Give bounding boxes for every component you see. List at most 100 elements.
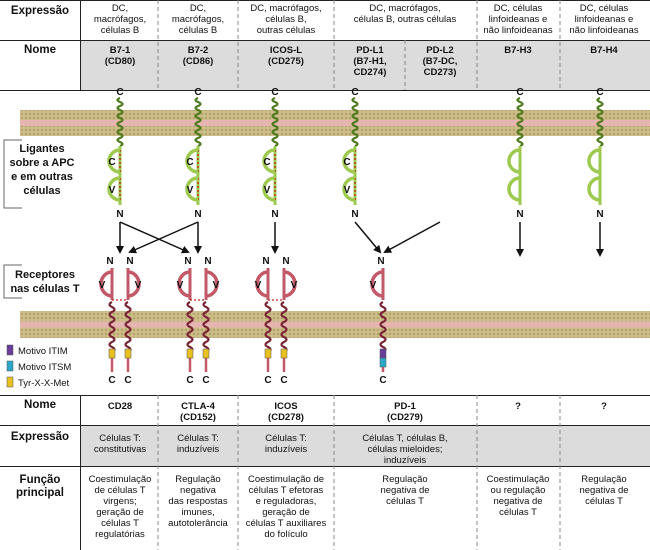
legend-label: Motivo ITSM <box>18 362 71 373</box>
receptor-v-domain-label: V <box>213 280 220 291</box>
ligand-n-terminus: N <box>516 209 523 220</box>
bottom-funcao-cell: autotolerância <box>168 518 228 529</box>
bottom-expressao-cell: Células T, células B, <box>362 433 447 444</box>
receptor-v-domain <box>205 270 219 298</box>
cytoplasmic-motif <box>379 348 387 359</box>
ligand-n-terminus: N <box>351 209 358 220</box>
bottom-funcao-cell: geração de <box>262 507 310 518</box>
ligand-n-terminus: N <box>194 209 201 220</box>
bottom-name-cell: ? <box>601 401 607 412</box>
bottom-expressao-cell: Células T: <box>177 433 219 444</box>
bottom-funcao-cell: células T <box>585 496 623 507</box>
receptor-transmembrane-coil <box>186 301 194 353</box>
ligand-v-domain <box>107 176 121 202</box>
bottom-expressao-cell: células mieloides; <box>368 444 443 455</box>
top-expressao-cell: DC, células <box>494 3 543 14</box>
bottom-funcao-cell: células T <box>101 518 139 529</box>
top-name-cell: ICOS-L <box>270 45 302 56</box>
receptor-n-terminus: N <box>262 256 269 267</box>
legend-label: Motivo ITIM <box>18 346 68 357</box>
receptor-v-domain <box>255 270 269 298</box>
tcell-membrane-core <box>20 321 650 328</box>
legend-swatch <box>6 344 14 356</box>
cytoplasmic-motif <box>108 348 116 359</box>
receptor-v-domain-label: V <box>255 280 262 291</box>
bottom-funcao-cell: Coestimulação <box>487 474 550 485</box>
tcell-label: nas células T <box>10 283 79 295</box>
bottom-funcao-cell: células T <box>499 507 537 518</box>
ligand-v-domain <box>262 176 276 202</box>
bottom-name-cell: (CD278) <box>268 412 304 423</box>
top-expressao-cell: linfoideanas e <box>575 14 634 25</box>
ligand-transmembrane-coil <box>596 96 604 148</box>
bottom-funcao-cell: células T <box>386 496 424 507</box>
cytoplasmic-motif <box>186 348 194 359</box>
ligand-transmembrane-coil <box>194 96 202 148</box>
tcell-label: Receptores <box>15 269 75 281</box>
bottom-funcao-cell: negativa de <box>493 496 542 507</box>
ligand-v-domain-label: V <box>344 185 351 196</box>
receptor-c-terminus: C <box>280 375 287 386</box>
ligand-c-terminus: C <box>116 87 123 98</box>
top-name-cell: PD-L2 <box>426 45 453 56</box>
bottom-name-cell: CTLA-4 <box>181 401 215 412</box>
ligand-c-domain-label: C <box>108 157 115 168</box>
ligand-c-domain-label: C <box>343 157 350 168</box>
tcell-label-bracket <box>3 264 22 299</box>
top-expressao-cell: DC, células <box>580 3 629 14</box>
bottom-expressao-label: Expressão <box>11 431 69 443</box>
binding-arrow <box>354 221 382 254</box>
ligand-transmembrane-coil <box>271 96 279 148</box>
cytoplasmic-motif <box>264 348 272 359</box>
receptor-c-terminus: C <box>379 375 386 386</box>
top-label-col-bg <box>0 0 80 90</box>
top-name-cell: B7-1 <box>110 45 131 56</box>
bottom-expressao-cell: Células T: <box>99 433 141 444</box>
ligand-c-domain <box>185 148 199 174</box>
apc-label-bracket <box>3 139 22 209</box>
ligand-c-domain <box>262 148 276 174</box>
receptor-c-terminus: C <box>108 375 115 386</box>
receptor-v-domain-label: V <box>291 280 298 291</box>
bottom-funcao-label: Função <box>20 474 61 486</box>
bottom-expressao-row-bg <box>80 425 650 466</box>
ligand-transmembrane-coil <box>516 96 524 148</box>
top-expressao-cell: células B, <box>265 14 306 25</box>
bottom-name-cell: ? <box>515 401 521 412</box>
ligand-c-terminus: C <box>516 87 523 98</box>
bottom-name-cell: CD28 <box>108 401 132 412</box>
receptor-c-terminus: C <box>186 375 193 386</box>
ligand-c-domain <box>107 148 121 174</box>
top-expressao-cell: não linfoideanas <box>569 25 638 36</box>
top-name-cell: (B7-H1, <box>353 56 386 67</box>
receptor-n-terminus: N <box>204 256 211 267</box>
bottom-name-cell: PD-1 <box>394 401 416 412</box>
bottom-funcao-cell: Regulação <box>382 474 427 485</box>
top-expressao-cell: outras células <box>257 25 316 36</box>
bottom-funcao-cell: Regulação <box>175 474 220 485</box>
cytoplasmic-motif <box>202 348 210 359</box>
bottom-expressao-cell: Células T: <box>265 433 307 444</box>
receptor-v-domain <box>283 270 297 298</box>
ligand-c-domain <box>587 148 601 174</box>
bottom-funcao-cell: negativa <box>180 485 217 496</box>
receptor-n-terminus: N <box>106 256 113 267</box>
top-name-cell: B7-2 <box>188 45 209 56</box>
bottom-name-cell: (CD279) <box>387 412 423 423</box>
bottom-expressao-cell: constitutivas <box>94 444 147 455</box>
binding-arrow <box>119 221 190 254</box>
receptor-v-domain-label: V <box>177 280 184 291</box>
ligand-v-domain <box>507 176 521 202</box>
receptor-n-terminus: N <box>377 256 384 267</box>
binding-arrow <box>128 221 199 254</box>
ligand-v-domain <box>185 176 199 202</box>
bottom-name-cell: (CD152) <box>180 412 216 423</box>
receptor-transmembrane-coil <box>280 301 288 353</box>
top-expressao-cell: DC, <box>112 3 128 14</box>
bottom-funcao-cell: de células T <box>94 485 145 496</box>
legend-label: Tyr-X-X-Met <box>18 378 70 389</box>
bottom-funcao-cell: Coestimulação de <box>248 474 324 485</box>
ligand-n-terminus: N <box>116 209 123 220</box>
receptor-n-terminus: N <box>282 256 289 267</box>
bottom-funcao-cell: das respostas <box>168 496 227 507</box>
